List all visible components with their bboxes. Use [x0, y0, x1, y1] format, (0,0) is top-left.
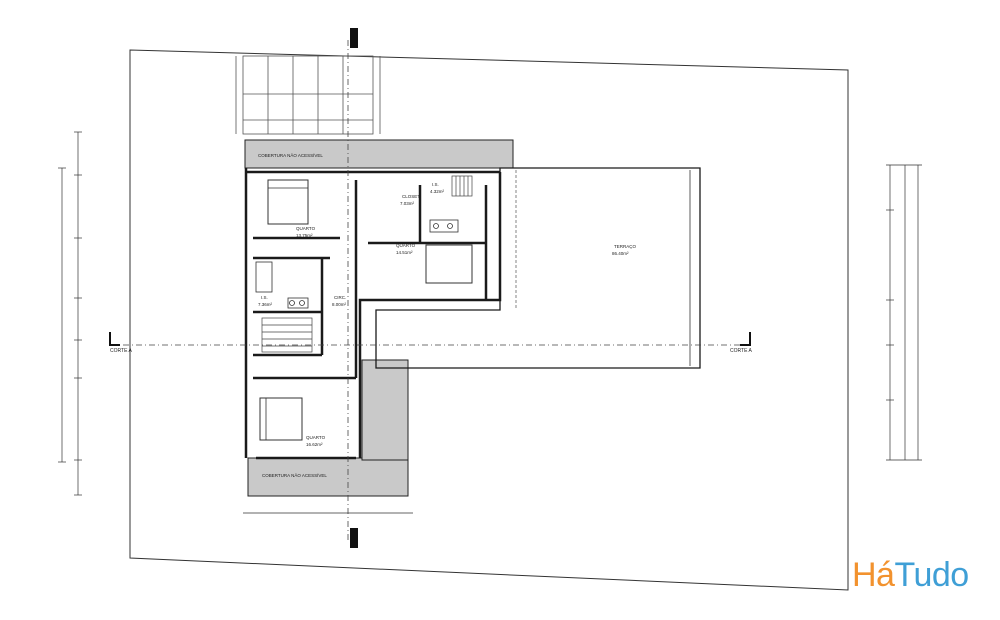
ws-left-label: I.S.	[261, 295, 268, 300]
quarto-3-area: 16.62m²	[306, 442, 323, 447]
ws-top-label: I.S.	[432, 182, 439, 187]
terraco-label: TERRAÇO	[614, 244, 637, 249]
pergola	[235, 55, 381, 135]
property-boundary	[129, 49, 849, 591]
roof-bottom-label: COBERTURA NÃO ACESSÍVEL	[262, 472, 327, 478]
circ-area: 8.00m²	[332, 302, 347, 307]
section-b-marker-top	[350, 28, 358, 48]
terrace	[375, 167, 701, 369]
bathroom-fixtures	[255, 219, 459, 309]
logo-suffix: Tudo	[894, 556, 969, 594]
quarto-1-label: QUARTO	[296, 226, 316, 231]
dimension-lines-left	[58, 131, 82, 496]
bed-1	[267, 179, 309, 225]
quarto-2-label: QUARTO	[396, 243, 416, 248]
stairs	[261, 175, 473, 353]
roof-top-label: COBERTURA NÃO ACESSÍVEL	[258, 152, 323, 158]
corte-a-right: CORTE A	[730, 348, 753, 354]
roof-band-bottom	[247, 457, 409, 497]
logo-prefix: Há	[852, 556, 895, 594]
closet-label: CLOSET	[402, 194, 420, 199]
roof-band-top	[244, 139, 514, 169]
quarto-2-area: 14.51m²	[396, 250, 413, 255]
dimension-lines-right	[886, 164, 922, 461]
closet-area: 7.03m²	[400, 201, 415, 206]
bed-3	[259, 397, 303, 441]
roof-strip-right	[361, 359, 409, 461]
ws-top-area: 4.32m²	[430, 189, 445, 194]
section-b-marker-bottom	[350, 528, 358, 548]
quarto-1-area: 13.75m²	[296, 233, 313, 238]
bed-2	[425, 244, 473, 284]
circ-label: CIRC.	[334, 295, 346, 300]
house-walls	[244, 168, 502, 460]
corte-a-left: CORTE A	[110, 348, 133, 354]
quarto-3-label: QUARTO	[306, 435, 326, 440]
ws-left-area: 7.36m²	[258, 302, 273, 307]
section-marker-right	[740, 332, 751, 346]
terraco-area: 86.40m²	[612, 251, 629, 256]
section-marker-left	[109, 332, 120, 346]
hatudo-logo: HáTudo	[852, 558, 969, 592]
